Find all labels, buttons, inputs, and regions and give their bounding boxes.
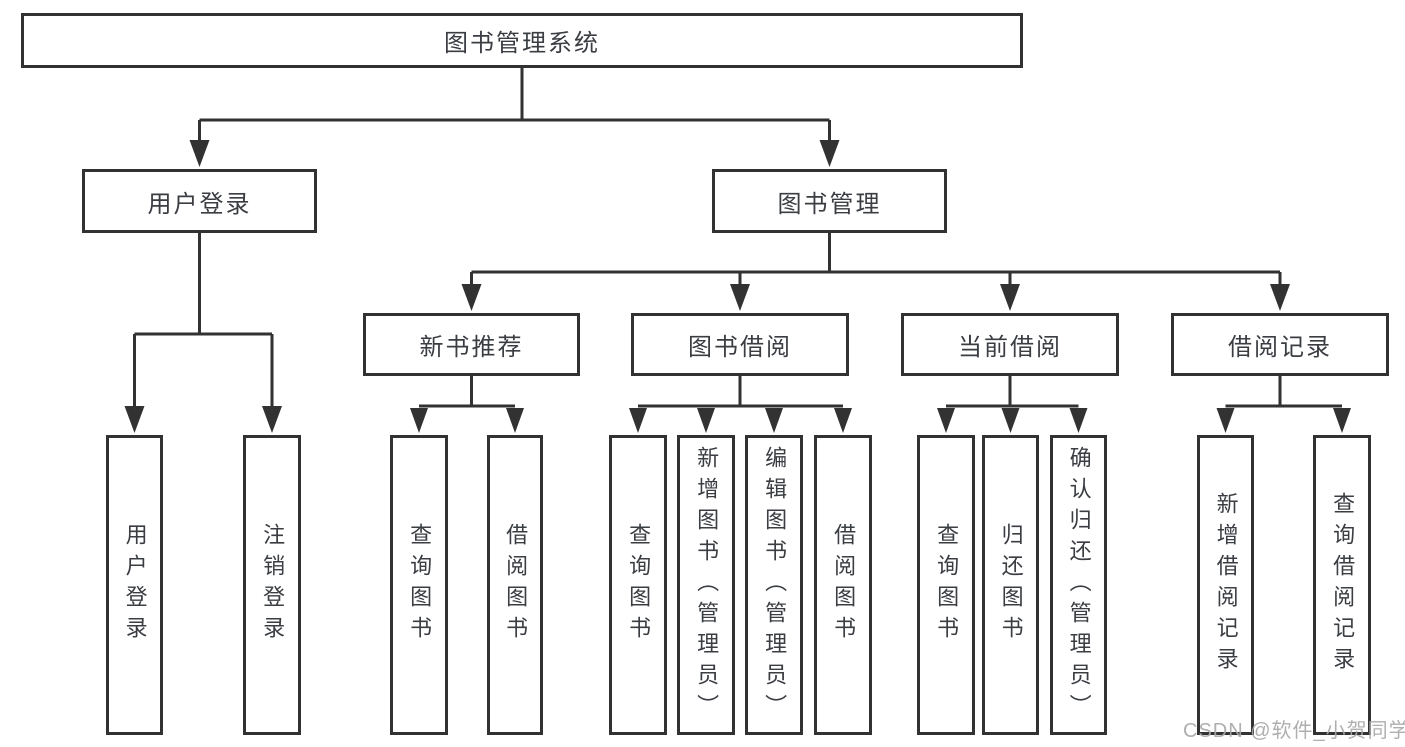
leaf-borrow-books-recommend: 借阅图书 xyxy=(487,435,543,735)
leaf-user-login: 用户登录 xyxy=(106,435,163,735)
leaf-borrow-books-borrowing: 借阅图书 xyxy=(814,435,872,735)
leaf-return-books: 归还图书 xyxy=(982,435,1039,735)
leaf-edit-books-admin: 编辑图书（管理员） xyxy=(745,435,803,735)
node-system-root: 图书管理系统 xyxy=(21,13,1023,68)
leaf-logout: 注销登录 xyxy=(243,435,301,735)
node-book-borrowing: 图书借阅 xyxy=(631,313,849,376)
leaf-search-books-recommend: 查询图书 xyxy=(390,435,448,735)
node-book-management: 图书管理 xyxy=(712,169,947,233)
node-new-book-recommendation: 新书推荐 xyxy=(363,313,580,376)
leaf-add-books-admin: 新增图书（管理员） xyxy=(677,435,735,735)
csdn-watermark: CSDN @软件_小贺同学 xyxy=(1183,720,1405,742)
node-borrowing-records: 借阅记录 xyxy=(1171,313,1389,376)
leaf-search-books-current: 查询图书 xyxy=(917,435,975,735)
node-user-login: 用户登录 xyxy=(82,169,317,233)
leaf-search-borrow-record: 查询借阅记录 xyxy=(1313,435,1371,735)
leaf-search-books-borrowing: 查询图书 xyxy=(609,435,667,735)
leaf-confirm-return-admin: 确认归还（管理员） xyxy=(1050,435,1107,735)
node-current-borrowing: 当前借阅 xyxy=(901,313,1119,376)
leaf-add-borrow-record: 新增借阅记录 xyxy=(1197,435,1254,735)
